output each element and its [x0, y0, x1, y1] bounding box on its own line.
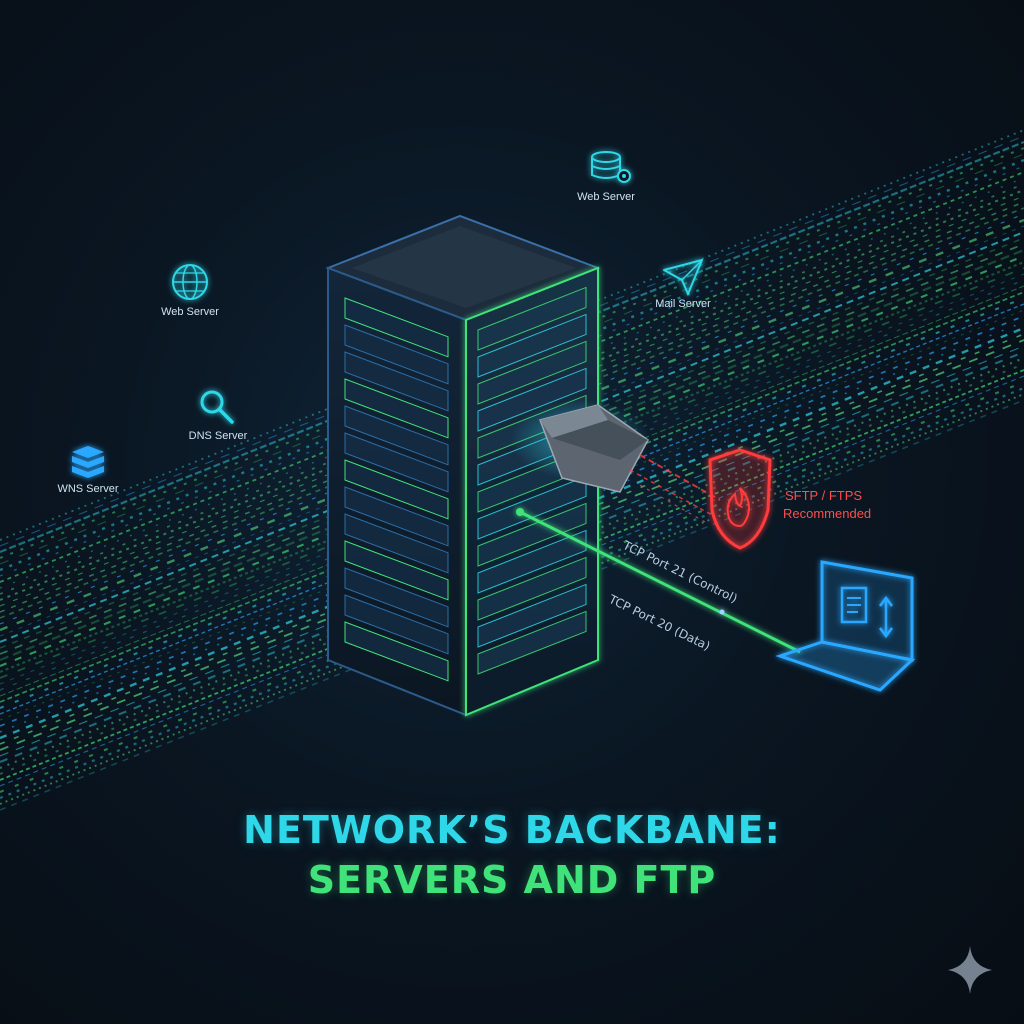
rack-unit	[477, 583, 587, 648]
web-server-top-node: Web Server	[577, 151, 635, 203]
rack-unit	[344, 567, 449, 628]
rack-unit	[344, 459, 449, 520]
title-line-1: NETWORK’S BACKBANE:	[243, 808, 781, 852]
connector-plug-icon	[510, 400, 650, 493]
rack-unit	[344, 432, 449, 493]
rack-unit	[477, 286, 587, 351]
data-stream-line	[0, 201, 1024, 613]
wns-server-node: WNS Server	[57, 446, 119, 495]
transfer-arrows-icon	[879, 595, 893, 639]
rack-unit	[477, 502, 587, 567]
rack-unit	[344, 378, 449, 439]
shield-flame-icon	[708, 448, 772, 550]
rack-unit	[477, 610, 587, 675]
rack-unit	[344, 405, 449, 466]
web-server-top-label: Web Server	[577, 191, 635, 203]
laptop-client-icon	[775, 560, 916, 692]
database-icon	[72, 446, 104, 478]
ftp-connection-line	[516, 508, 801, 654]
wns-server-label: WNS Server	[57, 483, 118, 495]
file-document-icon	[840, 586, 868, 624]
globe-icon	[172, 264, 208, 300]
data-stream-line	[0, 333, 1024, 745]
data-stream-line	[0, 315, 1024, 727]
data-stream-line	[0, 231, 1024, 643]
data-stream-line	[0, 213, 1024, 625]
rack-unit	[344, 540, 449, 601]
rack-front-slots	[344, 297, 449, 682]
data-stream-line	[0, 321, 1024, 733]
mail-server-node: Mail Server	[655, 259, 711, 310]
mail-server-label: Mail Server	[655, 298, 711, 310]
dns-server-node: DNS Server	[189, 390, 248, 442]
data-stream-line	[0, 399, 1024, 811]
rack-unit	[344, 351, 449, 412]
rack-unit	[477, 367, 587, 432]
data-stream-line	[0, 260, 1024, 674]
security-label-line2: Recommended	[783, 506, 871, 521]
data-stream-line	[0, 195, 1024, 607]
data-stream-line	[0, 303, 1024, 715]
data-stream-line	[0, 339, 1024, 751]
sparkle-icon	[948, 946, 992, 994]
paper-plane-icon	[663, 259, 703, 295]
rack-unit	[344, 297, 449, 358]
rack-unit	[477, 475, 587, 540]
data-stream-line	[0, 218, 1024, 632]
rack-unit	[344, 324, 449, 385]
data-stream-line	[0, 177, 1024, 589]
web-server-left-label: Web Server	[161, 306, 219, 318]
data-stream-line	[0, 129, 1024, 541]
security-label-line1: SFTP / FTPS	[785, 488, 862, 503]
rack-unit	[344, 513, 449, 574]
rack-unit	[344, 594, 449, 655]
rack-unit	[344, 621, 449, 682]
data-stream-line	[0, 279, 1024, 691]
server-rack	[325, 214, 601, 717]
data-stream-line	[0, 393, 1024, 805]
rack-unit	[477, 313, 587, 378]
title-line-2: SERVERS AND FTP	[307, 858, 717, 902]
rack-unit	[477, 340, 587, 405]
rack-unit	[344, 486, 449, 547]
database-gear-icon	[591, 151, 631, 183]
web-server-left-node: Web Server	[161, 264, 219, 318]
dns-server-label: DNS Server	[189, 430, 248, 442]
rack-unit	[477, 529, 587, 594]
secure-link-lines	[629, 454, 721, 523]
data-stream-line	[0, 369, 1024, 781]
magnifier-icon	[200, 390, 234, 424]
rack-unit	[477, 556, 587, 621]
